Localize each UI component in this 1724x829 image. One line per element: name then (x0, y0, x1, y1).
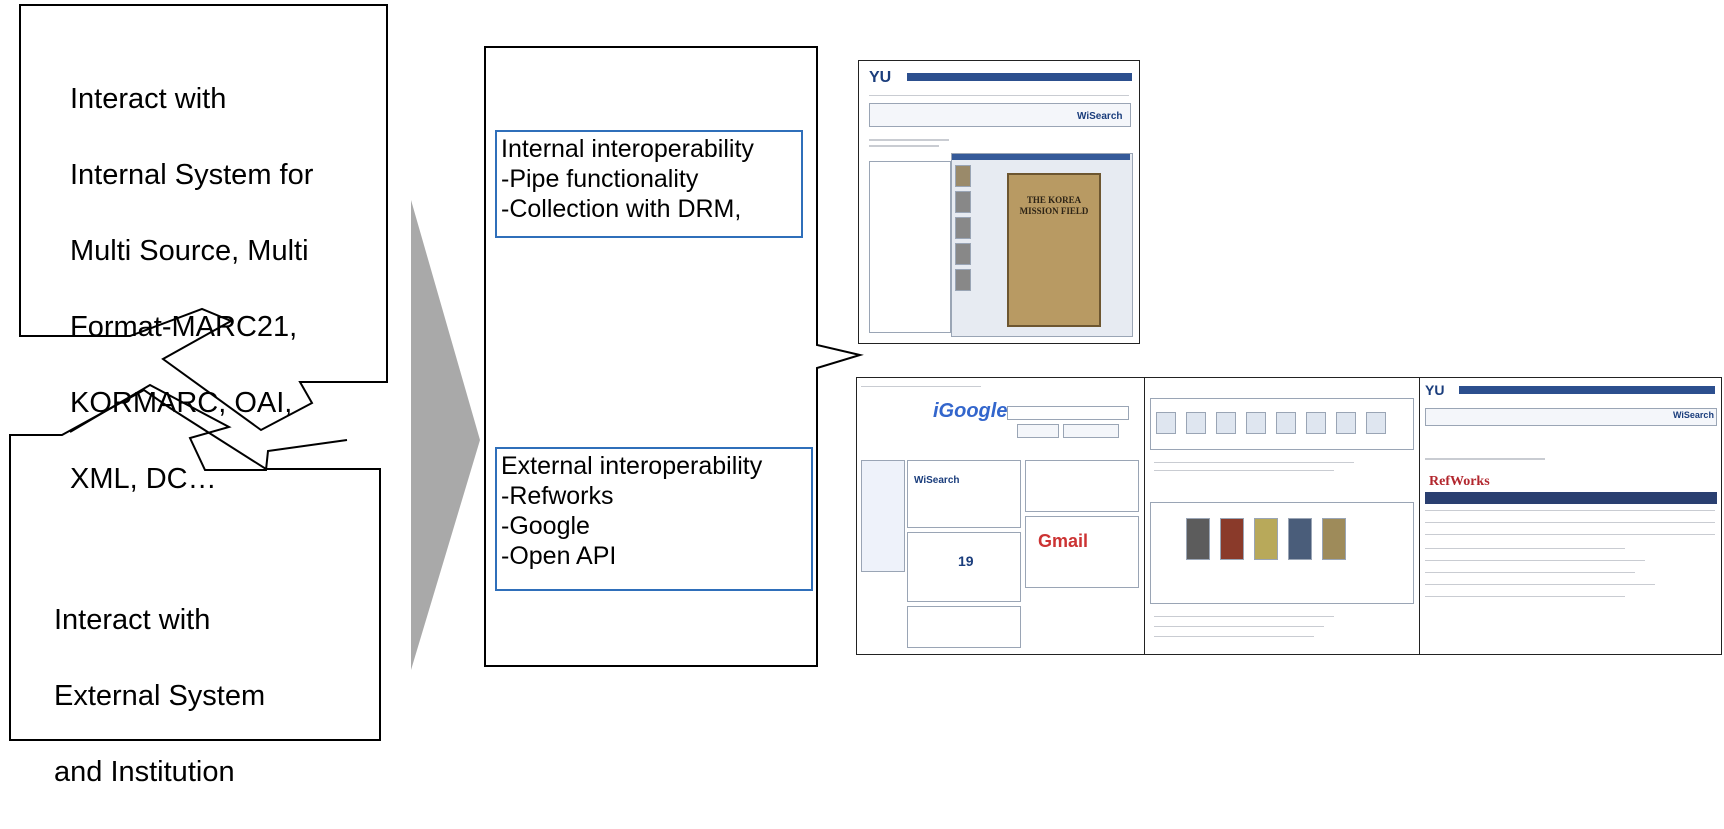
internal-system-screenshot: YU WiSearch THE KOREA MISSION FIELD (858, 60, 1140, 344)
header-bar (907, 73, 1132, 81)
search-area (869, 103, 1131, 127)
gmail-widget: Gmail (1025, 516, 1139, 588)
clock-widget: 19 (907, 532, 1021, 602)
services-panel (1144, 378, 1420, 654)
big-arrow (411, 200, 480, 670)
book-cover: THE KOREA MISSION FIELD (1007, 173, 1101, 327)
external-system-text: Interact with External System and Instit… (54, 604, 266, 788)
refworks-panel: YU WiSearch RefWorks (1419, 378, 1721, 654)
double-arrow-shape (69, 383, 348, 471)
refworks-logo: RefWorks (1429, 474, 1490, 489)
wisearch-widget: WiSearch (907, 460, 1021, 528)
external-system-screenshot: iGoogle WiSearch 19 Gmail (856, 377, 1722, 655)
igoogle-search-box (1007, 406, 1129, 420)
internal-system-text: Interact with Internal System for Multi … (70, 83, 314, 495)
record-panel (869, 161, 951, 333)
yu-logo: YU (869, 69, 892, 86)
igoogle-panel: iGoogle WiSearch 19 Gmail (857, 378, 1145, 654)
top-left-callout-shape (19, 4, 388, 432)
external-interoperability-box: External interoperability -Refworks -Goo… (495, 447, 813, 591)
igoogle-logo: iGoogle (933, 400, 1008, 422)
internal-interoperability-box: Internal interoperability -Pipe function… (495, 130, 803, 238)
wisearch-logo: WiSearch (1077, 111, 1123, 122)
